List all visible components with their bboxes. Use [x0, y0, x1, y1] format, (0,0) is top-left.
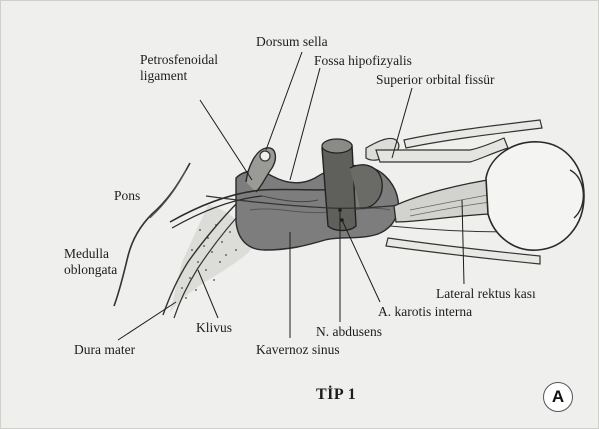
- posterior-clinoid-ring: [260, 151, 270, 161]
- panel-letter-badge: A: [543, 382, 573, 412]
- label-oblongata: oblongata: [64, 262, 117, 277]
- leader-dorsum-sella: [266, 52, 302, 150]
- label-n-abdusens: N. abdusens: [316, 324, 382, 339]
- label-superior-orbital-fissur: Superior orbital fissür: [376, 72, 494, 87]
- label-lateral-rektus-kasi: Lateral rektus kası: [436, 286, 536, 301]
- label-a-karotis-interna: A. karotis interna: [378, 304, 472, 319]
- lower-orbital-rod-2: [390, 226, 510, 232]
- abdusens-pointer-dot: [338, 208, 342, 212]
- label-ligament: ligament: [140, 68, 187, 83]
- internal-carotid-artery: [322, 141, 356, 231]
- leader-dura-mater: [118, 302, 176, 340]
- label-pons: Pons: [114, 188, 140, 203]
- label-petrosfenoidal: Petrosfenoidal: [140, 52, 218, 67]
- label-dorsum-sella: Dorsum sella: [256, 34, 328, 49]
- label-kavernoz-sinus: Kavernoz sinus: [256, 342, 340, 357]
- eyeball: [486, 142, 584, 250]
- label-medulla: Medulla: [64, 246, 109, 261]
- label-klivus: Klivus: [196, 320, 232, 335]
- carotid-opening: [322, 139, 352, 153]
- label-dura-mater: Dura mater: [74, 342, 135, 357]
- label-fossa-hipofizyalis: Fossa hipofizyalis: [314, 53, 412, 68]
- figure-title: TİP 1: [316, 386, 356, 404]
- leader-fossa-hipofizyalis: [290, 68, 320, 180]
- leader-petrosfenoidal: [200, 100, 252, 180]
- karotis-pointer-dot: [340, 218, 344, 222]
